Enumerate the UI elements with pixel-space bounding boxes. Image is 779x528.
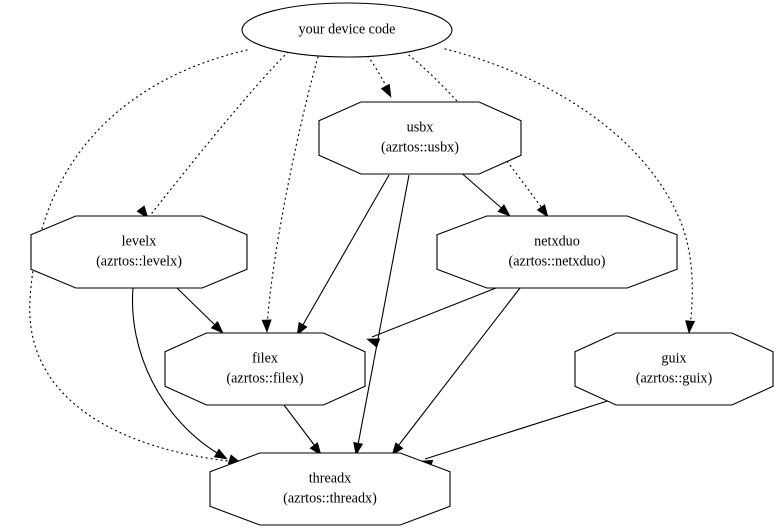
- node-label-namespace: (azrtos::levelx): [96, 253, 182, 269]
- arrowhead-icon: [353, 442, 364, 456]
- edge-netxduo-to-threadx: [391, 287, 521, 456]
- node-label-name: levelx: [122, 233, 157, 249]
- node-octagon-shape: [318, 101, 522, 175]
- arrowhead-icon: [366, 338, 381, 348]
- arrowhead-icon: [213, 448, 228, 460]
- edge-device-to-filex: [261, 56, 319, 333]
- edge-levelx-to-threadx: [131, 287, 228, 460]
- node-octagon-shape: [209, 452, 451, 526]
- node-octagon-shape: [30, 215, 248, 289]
- arrowhead-icon: [136, 205, 149, 219]
- node-label-namespace: (azrtos::usbx): [381, 139, 459, 155]
- arrowhead-icon: [380, 83, 392, 98]
- edge-line: [151, 51, 289, 214]
- edge-levelx-to-filex: [176, 287, 224, 334]
- edge-line: [444, 48, 693, 329]
- node-label-namespace: (azrtos::guix): [636, 370, 713, 386]
- node-label-namespace: (azrtos::netxduo): [509, 253, 606, 269]
- edge-device-to-usbx: [367, 55, 392, 98]
- arrowhead-icon: [685, 320, 696, 334]
- edge-line: [176, 287, 220, 330]
- node-filex[interactable]: filex(azrtos::filex): [164, 332, 366, 406]
- edge-netxduo-to-filex: [366, 287, 497, 348]
- edge-usbx-to-threadx: [353, 174, 410, 456]
- arrowhead-icon: [391, 442, 404, 456]
- edge-line: [394, 287, 521, 451]
- edge-line: [371, 287, 497, 338]
- node-label-name: usbx: [407, 119, 434, 135]
- edge-guix-to-threadx: [419, 397, 618, 470]
- edge-line: [457, 169, 507, 213]
- edge-line: [283, 404, 319, 451]
- edge-usbx-to-netxduo: [457, 169, 511, 217]
- node-device[interactable]: your device code: [241, 2, 453, 58]
- edge-line: [299, 174, 390, 331]
- node-label-name: guix: [661, 350, 686, 366]
- node-label-namespace: (azrtos::threadx): [283, 490, 377, 506]
- arrowhead-icon: [497, 204, 511, 217]
- arrowhead-icon: [210, 320, 224, 334]
- arrowhead-icon: [536, 204, 549, 218]
- edge-device-to-guix: [444, 48, 696, 334]
- edge-line: [356, 174, 410, 451]
- arrowhead-icon: [261, 319, 272, 333]
- node-usbx[interactable]: usbx(azrtos::usbx): [318, 101, 522, 175]
- node-label-name: filex: [252, 350, 278, 366]
- node-octagon-shape: [164, 332, 366, 406]
- node-threadx[interactable]: threadx(azrtos::threadx): [209, 452, 451, 526]
- edge-line: [266, 56, 319, 328]
- node-octagon-shape: [436, 215, 678, 289]
- nodes-layer: your device codeusbx(azrtos::usbx)levelx…: [30, 2, 774, 526]
- node-label-name: your device code: [299, 21, 396, 37]
- node-octagon-shape: [574, 332, 774, 406]
- node-label-namespace: (azrtos::filex): [226, 370, 303, 386]
- node-label-name: threadx: [309, 470, 352, 486]
- edge-device-to-levelx: [136, 51, 289, 219]
- edge-filex-to-threadx: [283, 404, 322, 456]
- edge-line: [424, 397, 618, 460]
- node-guix[interactable]: guix(azrtos::guix): [574, 332, 774, 406]
- edge-line: [131, 287, 223, 457]
- edge-usbx-to-filex: [296, 174, 390, 336]
- arrowhead-icon: [296, 321, 308, 336]
- arrowhead-icon: [309, 442, 322, 456]
- node-label-name: netxduo: [534, 233, 580, 249]
- node-netxduo[interactable]: netxduo(azrtos::netxduo): [436, 215, 678, 289]
- node-levelx[interactable]: levelx(azrtos::levelx): [30, 215, 248, 289]
- node-ellipse-shape: [241, 2, 453, 58]
- edges-layer: [29, 48, 696, 470]
